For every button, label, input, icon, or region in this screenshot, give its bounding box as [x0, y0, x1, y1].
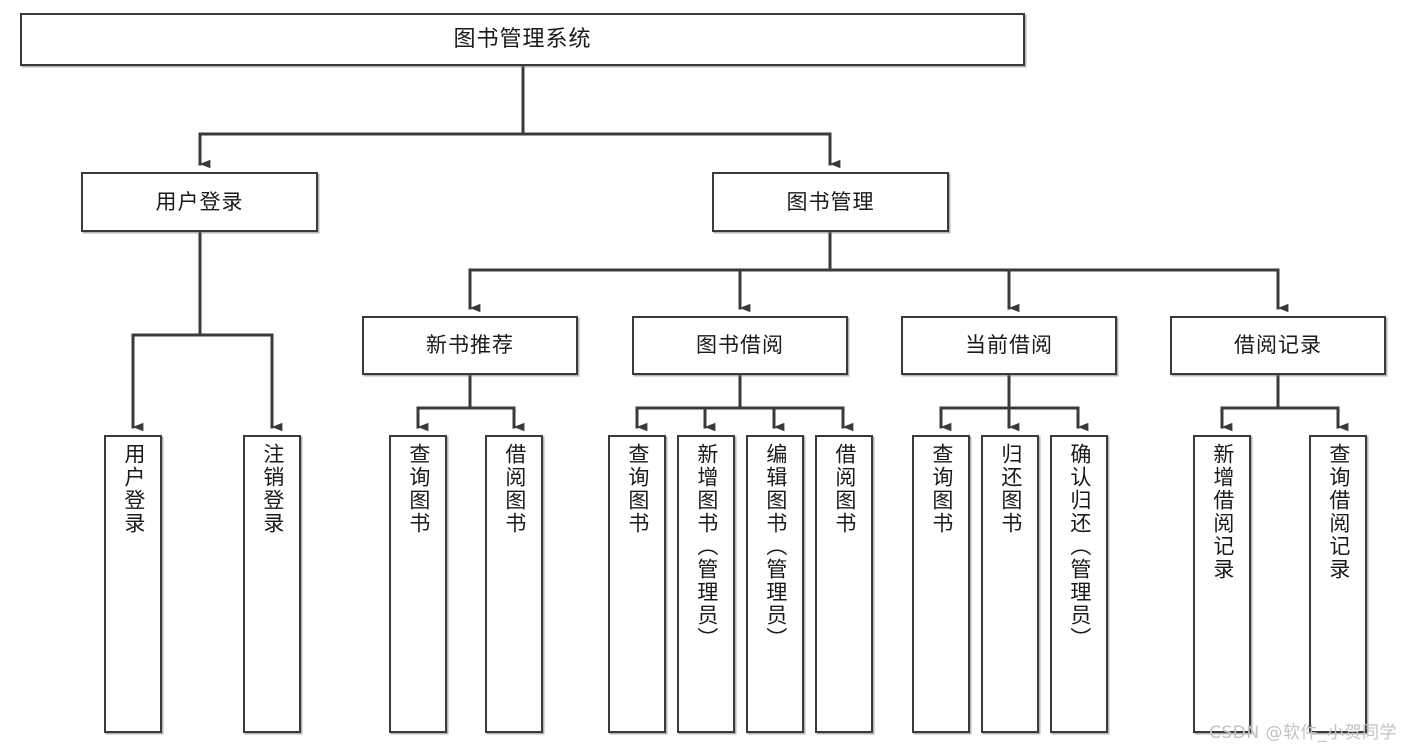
leaf-label: 借阅图书 [832, 443, 857, 535]
node-leaf-add-record[interactable]: 新增借阅记录 [1193, 435, 1251, 733]
node-leaf-borrow-book-1[interactable]: 借阅图书 [485, 435, 543, 733]
csdn-watermark: CSDN @软件_小贺同学 [1209, 723, 1397, 743]
node-leaf-query-record[interactable]: 查询借阅记录 [1309, 435, 1367, 733]
leaf-label: 查询图书 [929, 443, 954, 535]
node-leaf-query-book-3[interactable]: 查询图书 [912, 435, 970, 733]
leaf-label: 确认归还（管理员） [1067, 443, 1092, 650]
node-leaf-user-login[interactable]: 用户登录 [104, 435, 162, 733]
node-borrow-record[interactable]: 借阅记录 [1170, 316, 1386, 375]
node-leaf-return-book[interactable]: 归还图书 [981, 435, 1039, 733]
node-leaf-edit-book[interactable]: 编辑图书（管理员） [746, 435, 804, 733]
node-leaf-query-book-2[interactable]: 查询图书 [608, 435, 666, 733]
leaf-label: 新增图书（管理员） [694, 443, 719, 650]
node-root[interactable]: 图书管理系统 [20, 13, 1025, 66]
node-leaf-query-book-1[interactable]: 查询图书 [389, 435, 447, 733]
node-leaf-logout-login[interactable]: 注销登录 [243, 435, 301, 733]
leaf-label: 查询图书 [406, 443, 431, 535]
leaf-label: 新增借阅记录 [1210, 443, 1235, 581]
leaf-label: 借阅图书 [502, 443, 527, 535]
leaf-label: 查询借阅记录 [1326, 443, 1351, 581]
leaf-label: 查询图书 [625, 443, 650, 535]
node-book-manage[interactable]: 图书管理 [712, 172, 949, 232]
leaf-label: 编辑图书（管理员） [763, 443, 788, 650]
node-book-borrow[interactable]: 图书借阅 [632, 316, 848, 375]
node-new-book-recommend[interactable]: 新书推荐 [362, 316, 578, 375]
leaf-label: 归还图书 [998, 443, 1023, 535]
node-current-borrow[interactable]: 当前借阅 [901, 316, 1117, 375]
node-leaf-confirm-return[interactable]: 确认归还（管理员） [1050, 435, 1108, 733]
leaf-label: 用户登录 [121, 443, 146, 535]
node-leaf-add-book[interactable]: 新增图书（管理员） [677, 435, 735, 733]
node-leaf-borrow-book-2[interactable]: 借阅图书 [815, 435, 873, 733]
leaf-label: 注销登录 [260, 443, 285, 535]
node-user-login[interactable]: 用户登录 [81, 172, 318, 232]
